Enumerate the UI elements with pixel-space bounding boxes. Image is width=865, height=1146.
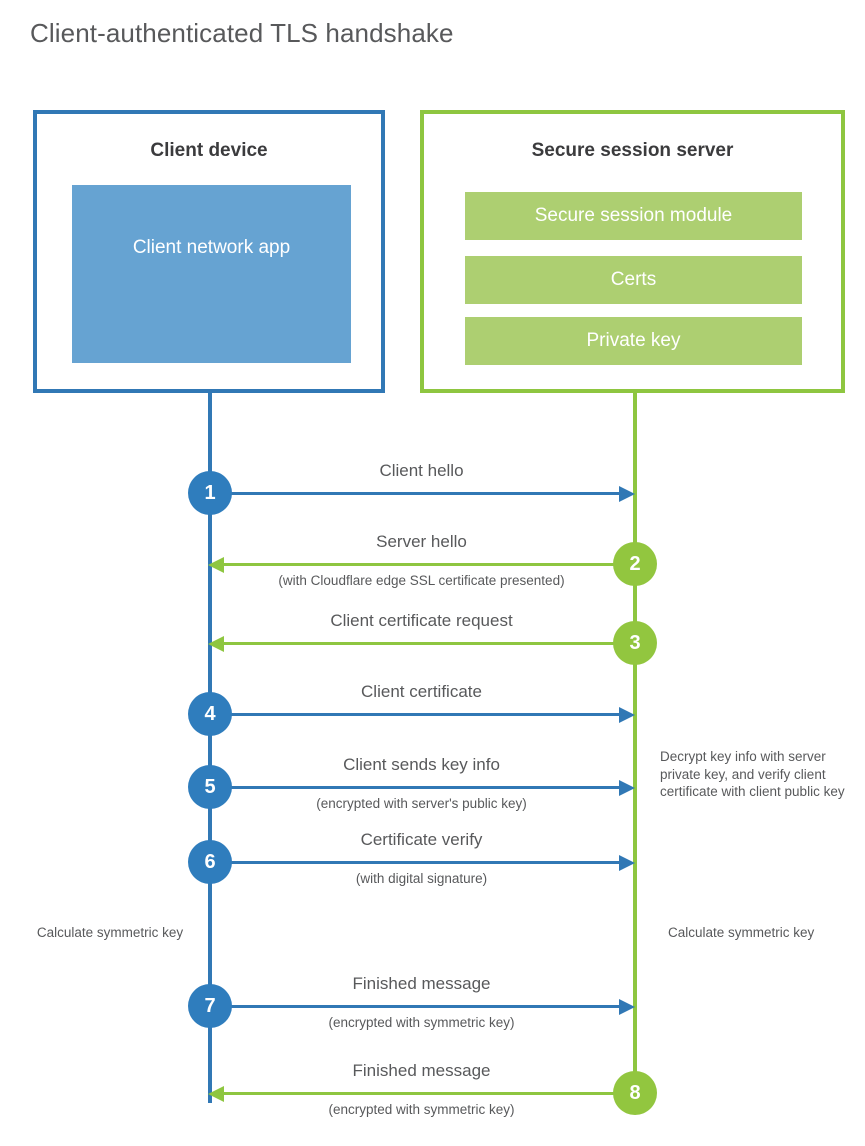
server-lifeline <box>633 393 637 1093</box>
step-badge-7: 7 <box>188 984 232 1028</box>
annotation-server-decrypt: Decrypt key info with server private key… <box>660 749 845 799</box>
arrow-head-icon <box>208 557 224 573</box>
step-badge-8: 8 <box>613 1071 657 1115</box>
message-arrow-line <box>210 1005 627 1008</box>
message-arrow-line <box>210 786 627 789</box>
message-label: Client hello <box>379 461 464 480</box>
message-arrow-line <box>210 492 627 495</box>
message-label: Server hello <box>376 532 467 551</box>
server-module-private-key: Private key <box>465 317 802 365</box>
arrow-head-icon <box>619 855 635 871</box>
arrow-head-icon <box>619 780 635 796</box>
message-label: Finished message <box>352 1061 491 1080</box>
server-module-secure-session-module: Secure session module <box>465 192 802 240</box>
message-sublabel: (encrypted with server's public key) <box>316 796 527 811</box>
step-badge-5: 5 <box>188 765 232 809</box>
client-network-app-label: Client network app <box>132 237 291 258</box>
step-badge-4: 4 <box>188 692 232 736</box>
message-arrow-line <box>216 1092 633 1095</box>
message-sublabel: (with digital signature) <box>355 871 488 886</box>
server-module-label: Certs <box>610 269 657 290</box>
page-title: Client-authenticated TLS handshake <box>30 18 454 48</box>
participant-client-device: Client device Client network app <box>33 110 385 393</box>
participant-server-title: Secure session server <box>531 140 734 161</box>
annotation-server-calculate-symmetric-key: Calculate symmetric key <box>668 925 815 940</box>
participant-secure-session-server: Secure session server Secure session mod… <box>420 110 845 393</box>
client-lifeline <box>208 393 212 1103</box>
participant-client-title: Client device <box>150 140 268 161</box>
message-label: Client sends key info <box>343 755 500 774</box>
message-arrow-line <box>210 861 627 864</box>
message-label: Finished message <box>352 974 491 993</box>
client-network-app-block: Client network app <box>72 185 351 363</box>
message-label: Client certificate <box>361 682 482 701</box>
annotation-client-calculate-symmetric-key: Calculate symmetric key <box>36 925 184 940</box>
arrow-head-icon <box>619 486 635 502</box>
arrow-head-icon <box>208 1086 224 1102</box>
message-arrow-line <box>210 713 627 716</box>
message-sublabel: (encrypted with symmetric key) <box>328 1015 515 1030</box>
message-label: Certificate verify <box>360 830 483 849</box>
step-badge-3: 3 <box>613 621 657 665</box>
message-sublabel: (with Cloudflare edge SSL certificate pr… <box>278 573 565 588</box>
step-badge-2: 2 <box>613 542 657 586</box>
message-sublabel: (encrypted with symmetric key) <box>328 1102 515 1117</box>
arrow-head-icon <box>619 707 635 723</box>
message-arrow-line <box>216 642 633 645</box>
step-badge-1: 1 <box>188 471 232 515</box>
message-label: Client certificate request <box>330 611 513 630</box>
server-module-certs: Certs <box>465 256 802 304</box>
arrow-head-icon <box>619 999 635 1015</box>
step-badge-6: 6 <box>188 840 232 884</box>
message-arrow-line <box>216 563 633 566</box>
server-module-label: Private key <box>586 330 681 351</box>
server-module-label: Secure session module <box>534 205 733 226</box>
arrow-head-icon <box>208 636 224 652</box>
